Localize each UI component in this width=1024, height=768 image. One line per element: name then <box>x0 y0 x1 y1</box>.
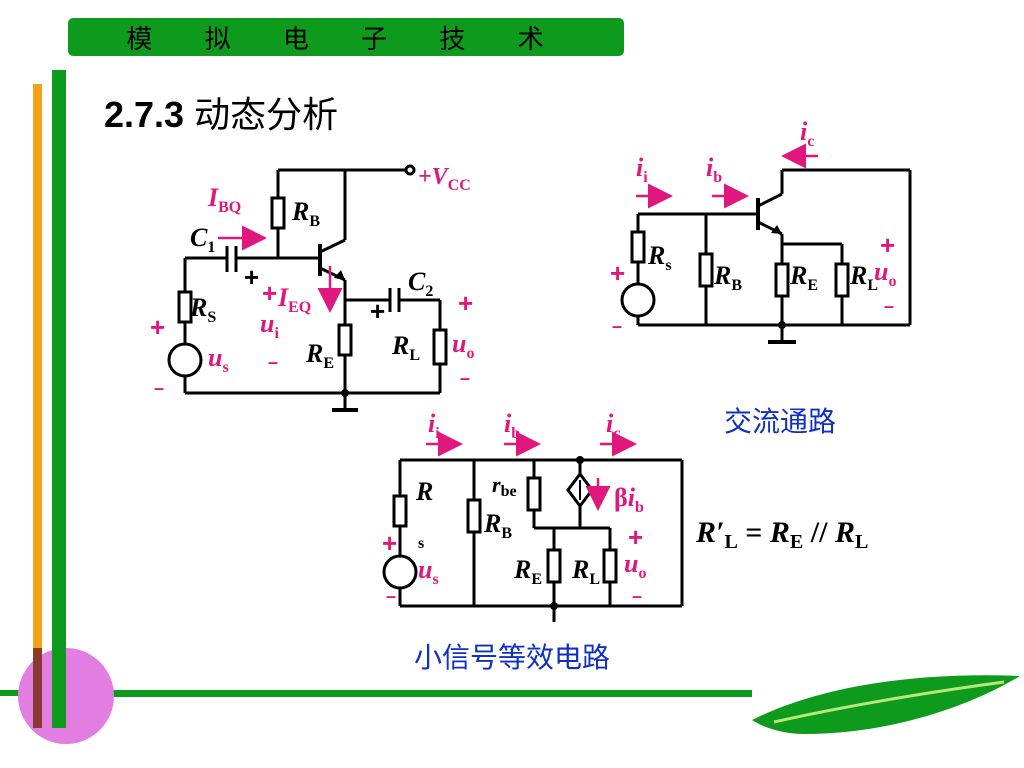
svg-text:RE: RE <box>789 261 818 294</box>
formula: R′L = RE // RL <box>695 516 868 553</box>
svg-text:+: + <box>458 288 473 318</box>
header-title: 模 拟 电 子 技 术 <box>126 24 566 55</box>
decor-circle-stripe <box>33 648 42 728</box>
svg-text:ib: ib <box>504 409 520 442</box>
svg-text:uo: uo <box>624 549 646 582</box>
svg-text:+: + <box>244 262 259 292</box>
svg-text:ui: ui <box>260 309 279 342</box>
svg-text:uo: uo <box>452 329 474 362</box>
svg-text:ii: ii <box>636 153 648 186</box>
leaf-decoration <box>752 675 1020 734</box>
svg-text:–: – <box>268 352 278 372</box>
header-banner: 模 拟 电 子 技 术 <box>68 18 624 56</box>
ground-node <box>341 389 349 397</box>
svg-text:ic: ic <box>800 117 814 150</box>
svg-text:+VCC: +VCC <box>418 164 471 194</box>
svg-text:–: – <box>884 296 894 316</box>
svg-text:RL: RL <box>849 261 878 294</box>
caption-ac-path: 交流通路 <box>724 405 837 438</box>
svg-text:RE: RE <box>513 555 542 588</box>
svg-text:IBQ: IBQ <box>207 183 241 216</box>
svg-text:rbe: rbe <box>492 472 517 500</box>
svg-text:RE: RE <box>305 339 334 372</box>
svg-text:RL: RL <box>391 331 420 364</box>
decor-green-bar <box>52 70 66 690</box>
svg-text:+: + <box>262 278 277 308</box>
svg-text:C1: C1 <box>190 223 215 256</box>
svg-text:–: – <box>460 368 470 388</box>
small-signal-circuit <box>382 458 684 622</box>
svg-text:+: + <box>628 522 643 552</box>
svg-text:RS: RS <box>189 293 216 326</box>
ac-path-circuit <box>620 168 912 344</box>
caption-small-signal: 小信号等效电路 <box>414 641 611 674</box>
section-title: 2.7.3 动态分析 <box>104 86 338 138</box>
section-number: 2.7.3 <box>104 94 185 135</box>
decor-bottom-bar <box>66 690 752 697</box>
svg-text:–: – <box>632 586 642 606</box>
svg-text:+: + <box>370 296 385 326</box>
svg-text:βib: βib <box>614 483 644 516</box>
svg-text:–: – <box>154 378 164 398</box>
svg-text:RB: RB <box>483 509 512 542</box>
svg-text:RB: RB <box>291 197 320 230</box>
decor-circle-stripe-green <box>52 648 66 728</box>
svg-text:RL: RL <box>571 555 600 588</box>
section-heading: 动态分析 <box>194 94 339 135</box>
svg-text:–: – <box>386 586 396 606</box>
svg-text:+: + <box>382 528 397 558</box>
svg-text:ii: ii <box>428 409 440 442</box>
svg-text:us: us <box>418 555 439 588</box>
svg-text:ic: ic <box>606 409 620 442</box>
svg-text:+: + <box>610 258 625 288</box>
svg-text:+: + <box>150 312 165 342</box>
svg-text:Rs: Rs <box>647 241 672 274</box>
decor-orange-bar <box>33 84 42 684</box>
svg-text:IEQ: IEQ <box>277 283 311 316</box>
svg-text:–: – <box>612 316 622 336</box>
amplifier-circuit <box>167 164 448 412</box>
svg-text:us: us <box>208 343 229 376</box>
svg-text:ib: ib <box>706 153 722 186</box>
svg-text:R: R <box>415 477 433 506</box>
svg-text:C2: C2 <box>408 267 433 300</box>
svg-text:uo: uo <box>874 257 896 290</box>
svg-text:+: + <box>880 230 895 260</box>
svg-text:s: s <box>418 535 424 552</box>
svg-text:RB: RB <box>713 261 742 294</box>
